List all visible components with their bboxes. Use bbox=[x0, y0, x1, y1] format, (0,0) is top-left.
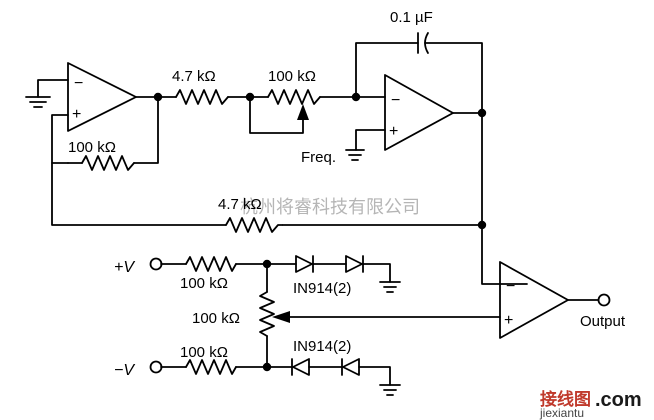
diode-pair-top: IN914(2) bbox=[266, 255, 401, 297]
opamp-1-plus: + bbox=[72, 106, 81, 123]
r1-label: 4.7 kΩ bbox=[172, 68, 216, 85]
r-pos-label: 100 kΩ bbox=[180, 275, 228, 292]
opamp-2-minus: − bbox=[391, 92, 400, 109]
opamp-3: − + bbox=[499, 261, 569, 339]
site-logo: 接线图 .com jiexiantu bbox=[539, 389, 642, 420]
r2-label: 100 kΩ bbox=[268, 68, 316, 85]
output-label: Output bbox=[580, 313, 626, 330]
logo-com: .com bbox=[595, 389, 642, 411]
opamp-3-plus: + bbox=[504, 312, 513, 329]
vpos-terminal bbox=[149, 257, 163, 271]
ground-symbol-freq bbox=[345, 149, 365, 161]
resistor-r-neg-100k: 100 kΩ bbox=[160, 344, 268, 375]
freq-label: Freq. bbox=[301, 149, 336, 166]
diode-pair-bottom: IN914(2) bbox=[266, 338, 401, 396]
resistor-r1-4k7: 4.7 kΩ bbox=[157, 68, 251, 105]
opamp-2: − + bbox=[384, 74, 454, 151]
opamp-2-plus: + bbox=[389, 123, 398, 140]
logo-url: jiexiantu bbox=[539, 406, 584, 420]
ground-symbol-1 bbox=[25, 79, 69, 108]
diode-bottom-label: IN914(2) bbox=[293, 338, 351, 355]
r-fb-label: 100 kΩ bbox=[68, 139, 116, 156]
c1-label: 0.1 µF bbox=[390, 9, 433, 26]
opamp-3-minus: − bbox=[506, 278, 515, 295]
resistor-fb-100k: 100 kΩ bbox=[67, 139, 135, 171]
r-pot-label: 100 kΩ bbox=[192, 310, 240, 327]
vpos-label: +V bbox=[114, 259, 135, 276]
opamp-1: − + bbox=[67, 62, 137, 132]
resistor-r-out-4k7: 4.7 kΩ bbox=[218, 196, 283, 235]
resistor-r-pos-100k: 100 kΩ bbox=[160, 256, 268, 292]
r-neg-label: 100 kΩ bbox=[180, 344, 228, 361]
watermark-text: 杭州将睿科技有限公司 bbox=[240, 197, 420, 218]
vneg-label: −V bbox=[114, 362, 135, 379]
r-out-label: 4.7 kΩ bbox=[218, 196, 262, 213]
output-terminal bbox=[597, 293, 611, 307]
opamp-1-minus: − bbox=[74, 75, 83, 92]
capacitor-0-1uf: 0.1 µF bbox=[355, 9, 483, 114]
logo-cn: 接线图 bbox=[540, 389, 591, 410]
vneg-terminal bbox=[149, 360, 163, 374]
pot-freq-100k: 100 kΩ Freq. bbox=[249, 68, 357, 166]
diode-top-label: IN914(2) bbox=[293, 280, 351, 297]
pot-center-100k: 100 kΩ bbox=[192, 263, 501, 368]
